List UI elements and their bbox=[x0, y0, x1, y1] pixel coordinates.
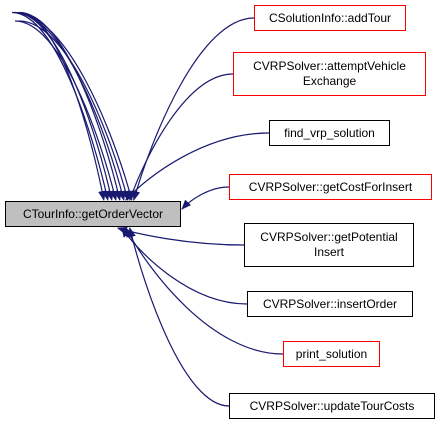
caller-node-getpotentialinsert[interactable]: CVRPSolver::getPotential Insert bbox=[244, 223, 414, 267]
caller-node-label: CVRPSolver::attemptVehicle Exchange bbox=[253, 59, 406, 88]
call-edge bbox=[121, 227, 248, 305]
caller-node-label: CSolutionInfo::addTour bbox=[268, 10, 392, 25]
call-edge bbox=[13, 11, 126, 201]
caller-node-label: CVRPSolver::getPotential Insert bbox=[260, 230, 398, 259]
caller-node-find-vrp-solution[interactable]: find_vrp_solution bbox=[269, 120, 390, 146]
caller-node-label: CVRPSolver::updateTourCosts bbox=[249, 398, 415, 413]
root-node: CTourInfo::getOrderVector bbox=[5, 201, 181, 227]
call-edge bbox=[116, 226, 245, 246]
call-edge bbox=[18, 11, 122, 201]
caller-node-label: find_vrp_solution bbox=[284, 125, 375, 140]
call-edge bbox=[125, 132, 270, 201]
caller-node-updatetourcosts[interactable]: CVRPSolver::updateTourCosts bbox=[229, 393, 435, 419]
call-edge bbox=[129, 73, 234, 201]
caller-node-getcostforinsert[interactable]: CVRPSolver::getCostForInsert bbox=[229, 174, 432, 200]
call-edge bbox=[18, 20, 130, 201]
caller-node-insertorder[interactable]: CVRPSolver::insertOrder bbox=[247, 291, 413, 317]
caller-node-addtour[interactable]: CSolutionInfo::addTour bbox=[254, 5, 406, 31]
caller-node-label: CVRPSolver::getCostForInsert bbox=[248, 179, 413, 194]
call-edge bbox=[19, 11, 107, 201]
call-edge bbox=[181, 186, 230, 210]
call-edge bbox=[14, 11, 114, 201]
call-edge bbox=[132, 17, 255, 201]
call-edge bbox=[11, 11, 110, 201]
caller-node-label: print_solution bbox=[295, 346, 368, 361]
call-edge bbox=[125, 227, 284, 355]
caller-node-label: CVRPSolver::insertOrder bbox=[262, 296, 398, 311]
caller-node-print-solution[interactable]: print_solution bbox=[283, 341, 380, 367]
caller-node-attemptvehicleexchange[interactable]: CVRPSolver::attemptVehicle Exchange bbox=[233, 52, 426, 96]
root-node-label: CTourInfo::getOrderVector bbox=[22, 206, 164, 221]
call-edge bbox=[13, 11, 134, 201]
call-edge bbox=[128, 227, 230, 407]
